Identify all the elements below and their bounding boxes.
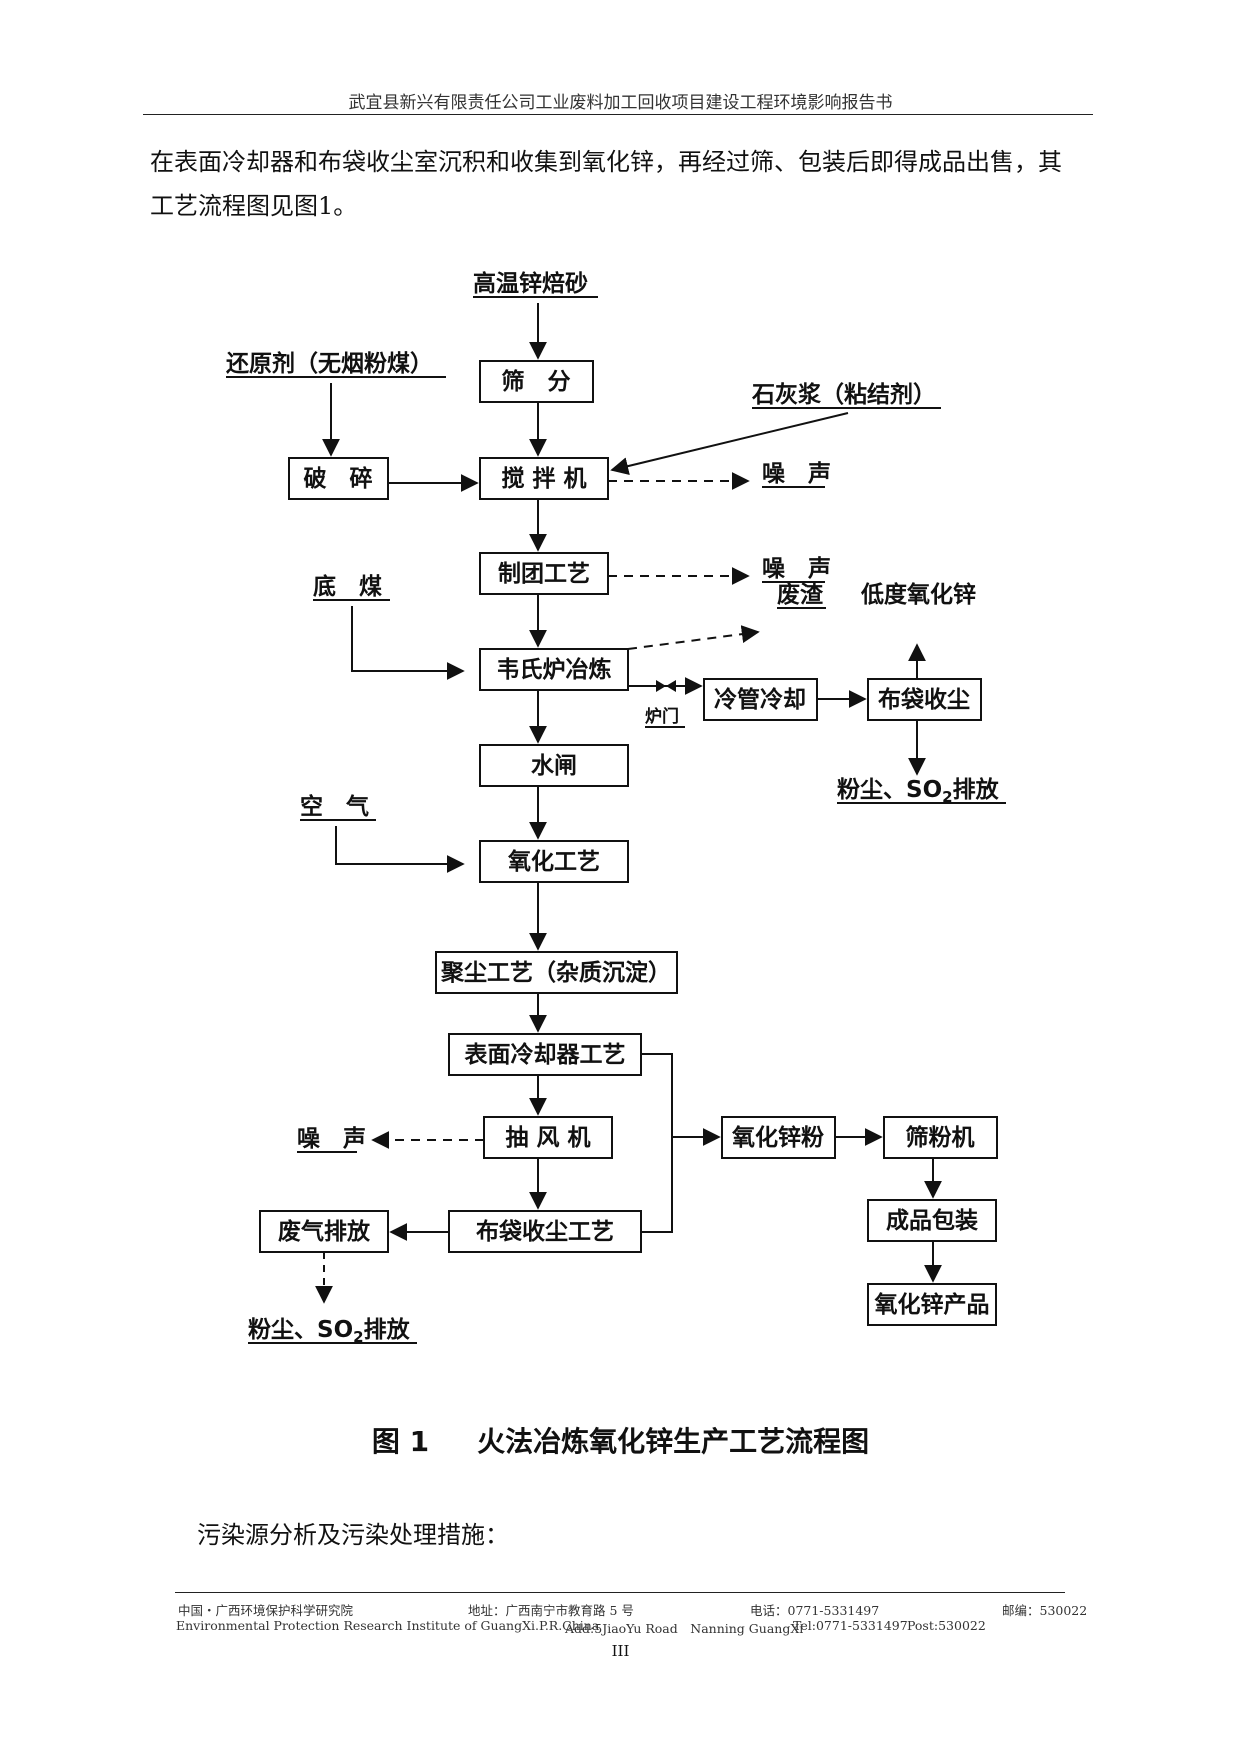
- box-cold-pipe-label: 冷管冷却: [714, 686, 806, 713]
- page-number: III: [611, 1642, 630, 1660]
- box-crush-label: 破 碎: [304, 465, 373, 492]
- box-dust-collect-label: 聚尘工艺（杂质沉淀）: [440, 959, 671, 986]
- box-bag2-label: 布袋收尘工艺: [476, 1218, 614, 1245]
- box-oxidation-label: 氧化工艺: [507, 848, 600, 875]
- label-reductant: 还原剂（无烟粉煤）: [226, 350, 433, 377]
- box-waelz: [479, 648, 629, 691]
- box-sieve-machine-label: 筛粉机: [906, 1124, 975, 1151]
- label-furnace-door: 炉门: [645, 706, 679, 727]
- box-screen-label: 筛 分: [502, 368, 571, 395]
- box-water-gate: [479, 744, 629, 787]
- footer-tel-cn: 电话：0771-5331497: [750, 1603, 880, 1618]
- footer-rule: [175, 1592, 1065, 1593]
- label-noise-2: 噪 声: [762, 556, 831, 582]
- box-cold-pipe: [703, 678, 818, 721]
- intro-line-2: 工艺流程图见图1。: [150, 192, 358, 220]
- footer-address-en: Add:5JiaoYu Road Nanning GuangXi: [565, 1621, 804, 1636]
- label-air: 空 气: [300, 793, 369, 820]
- box-packing-label: 成品包装: [886, 1207, 978, 1234]
- footer-address-cn: 地址：广西南宁市教育路 5 号: [468, 1603, 634, 1618]
- box-product-label: 氧化锌产品: [874, 1291, 990, 1318]
- intro-line-1: 在表面冷却器和布袋收尘室沉积和收集到氧化锌，再经过筛、包装后即得成品出售，其: [150, 148, 1062, 176]
- label-noise-3: 噪 声: [297, 1126, 366, 1152]
- box-fan: [483, 1116, 613, 1159]
- figure-title: 火法冶炼氧化锌生产工艺流程图: [477, 1425, 870, 1458]
- box-sieve-machine: [883, 1116, 998, 1159]
- label-noise-1: 噪 声: [762, 461, 831, 487]
- box-fan-label: 抽 风 机: [505, 1125, 590, 1151]
- footer-post-cn: 邮编：530022: [1002, 1603, 1088, 1618]
- box-mixer-label: 搅 拌 机: [501, 465, 586, 492]
- box-mixer: [479, 457, 609, 500]
- label-emission-1: 粉尘、SO2排放: [837, 776, 1000, 806]
- box-dust-collect: [435, 951, 678, 994]
- box-waelz-label: 韦氏炉冶炼: [497, 656, 612, 683]
- label-lime: 石灰浆（粘结剂）: [751, 381, 936, 408]
- box-bag1-label: 布袋收尘: [878, 686, 970, 713]
- figure-caption: 图 1 火法冶炼氧化锌生产工艺流程图: [0, 1420, 1241, 1460]
- box-screen: [479, 360, 594, 403]
- box-surface-cooler: [448, 1033, 642, 1076]
- label-bottom-coal: 底 煤: [313, 573, 382, 600]
- footer-institute-en: Environmental Protection Research Instit…: [176, 1618, 600, 1633]
- box-pellet: [479, 552, 609, 595]
- furnace-door-valve-icon: [656, 680, 676, 692]
- footer-tel-en: Tel:0771-5331497: [793, 1618, 908, 1633]
- section-lead-text: 污染源分析及污染处理措施：: [197, 1521, 509, 1549]
- box-zno-powder-label: 氧化锌粉: [731, 1124, 824, 1151]
- box-product: [867, 1283, 997, 1326]
- box-bag2: [448, 1210, 642, 1253]
- box-zno-powder: [721, 1116, 836, 1159]
- label-input-calcine: 高温锌焙砂: [473, 270, 588, 297]
- header-rule: [143, 114, 1093, 115]
- label-emission-2: 粉尘、SO2排放: [248, 1316, 411, 1346]
- box-packing: [867, 1199, 997, 1242]
- box-water-gate-label: 水闸: [531, 753, 577, 779]
- box-surface-cooler-label: 表面冷却器工艺: [465, 1041, 626, 1068]
- box-crush: [288, 457, 389, 500]
- page-header-title: 武宜县新兴有限责任公司工业废料加工回收项目建设工程环境影响报告书: [348, 93, 893, 113]
- box-oxidation: [479, 840, 629, 883]
- label-low-zno: 低度氧化锌: [860, 581, 976, 608]
- box-exhaust-label: 废气排放: [278, 1218, 371, 1245]
- box-pellet-label: 制团工艺: [498, 561, 590, 587]
- figure-number: 图 1: [371, 1425, 430, 1458]
- footer-institute-cn: 中国・广西环境保护科学研究院: [178, 1603, 354, 1618]
- box-bag1: [867, 678, 982, 721]
- label-slag: 废渣: [777, 581, 824, 608]
- footer-post-en: Post:530022: [907, 1618, 986, 1633]
